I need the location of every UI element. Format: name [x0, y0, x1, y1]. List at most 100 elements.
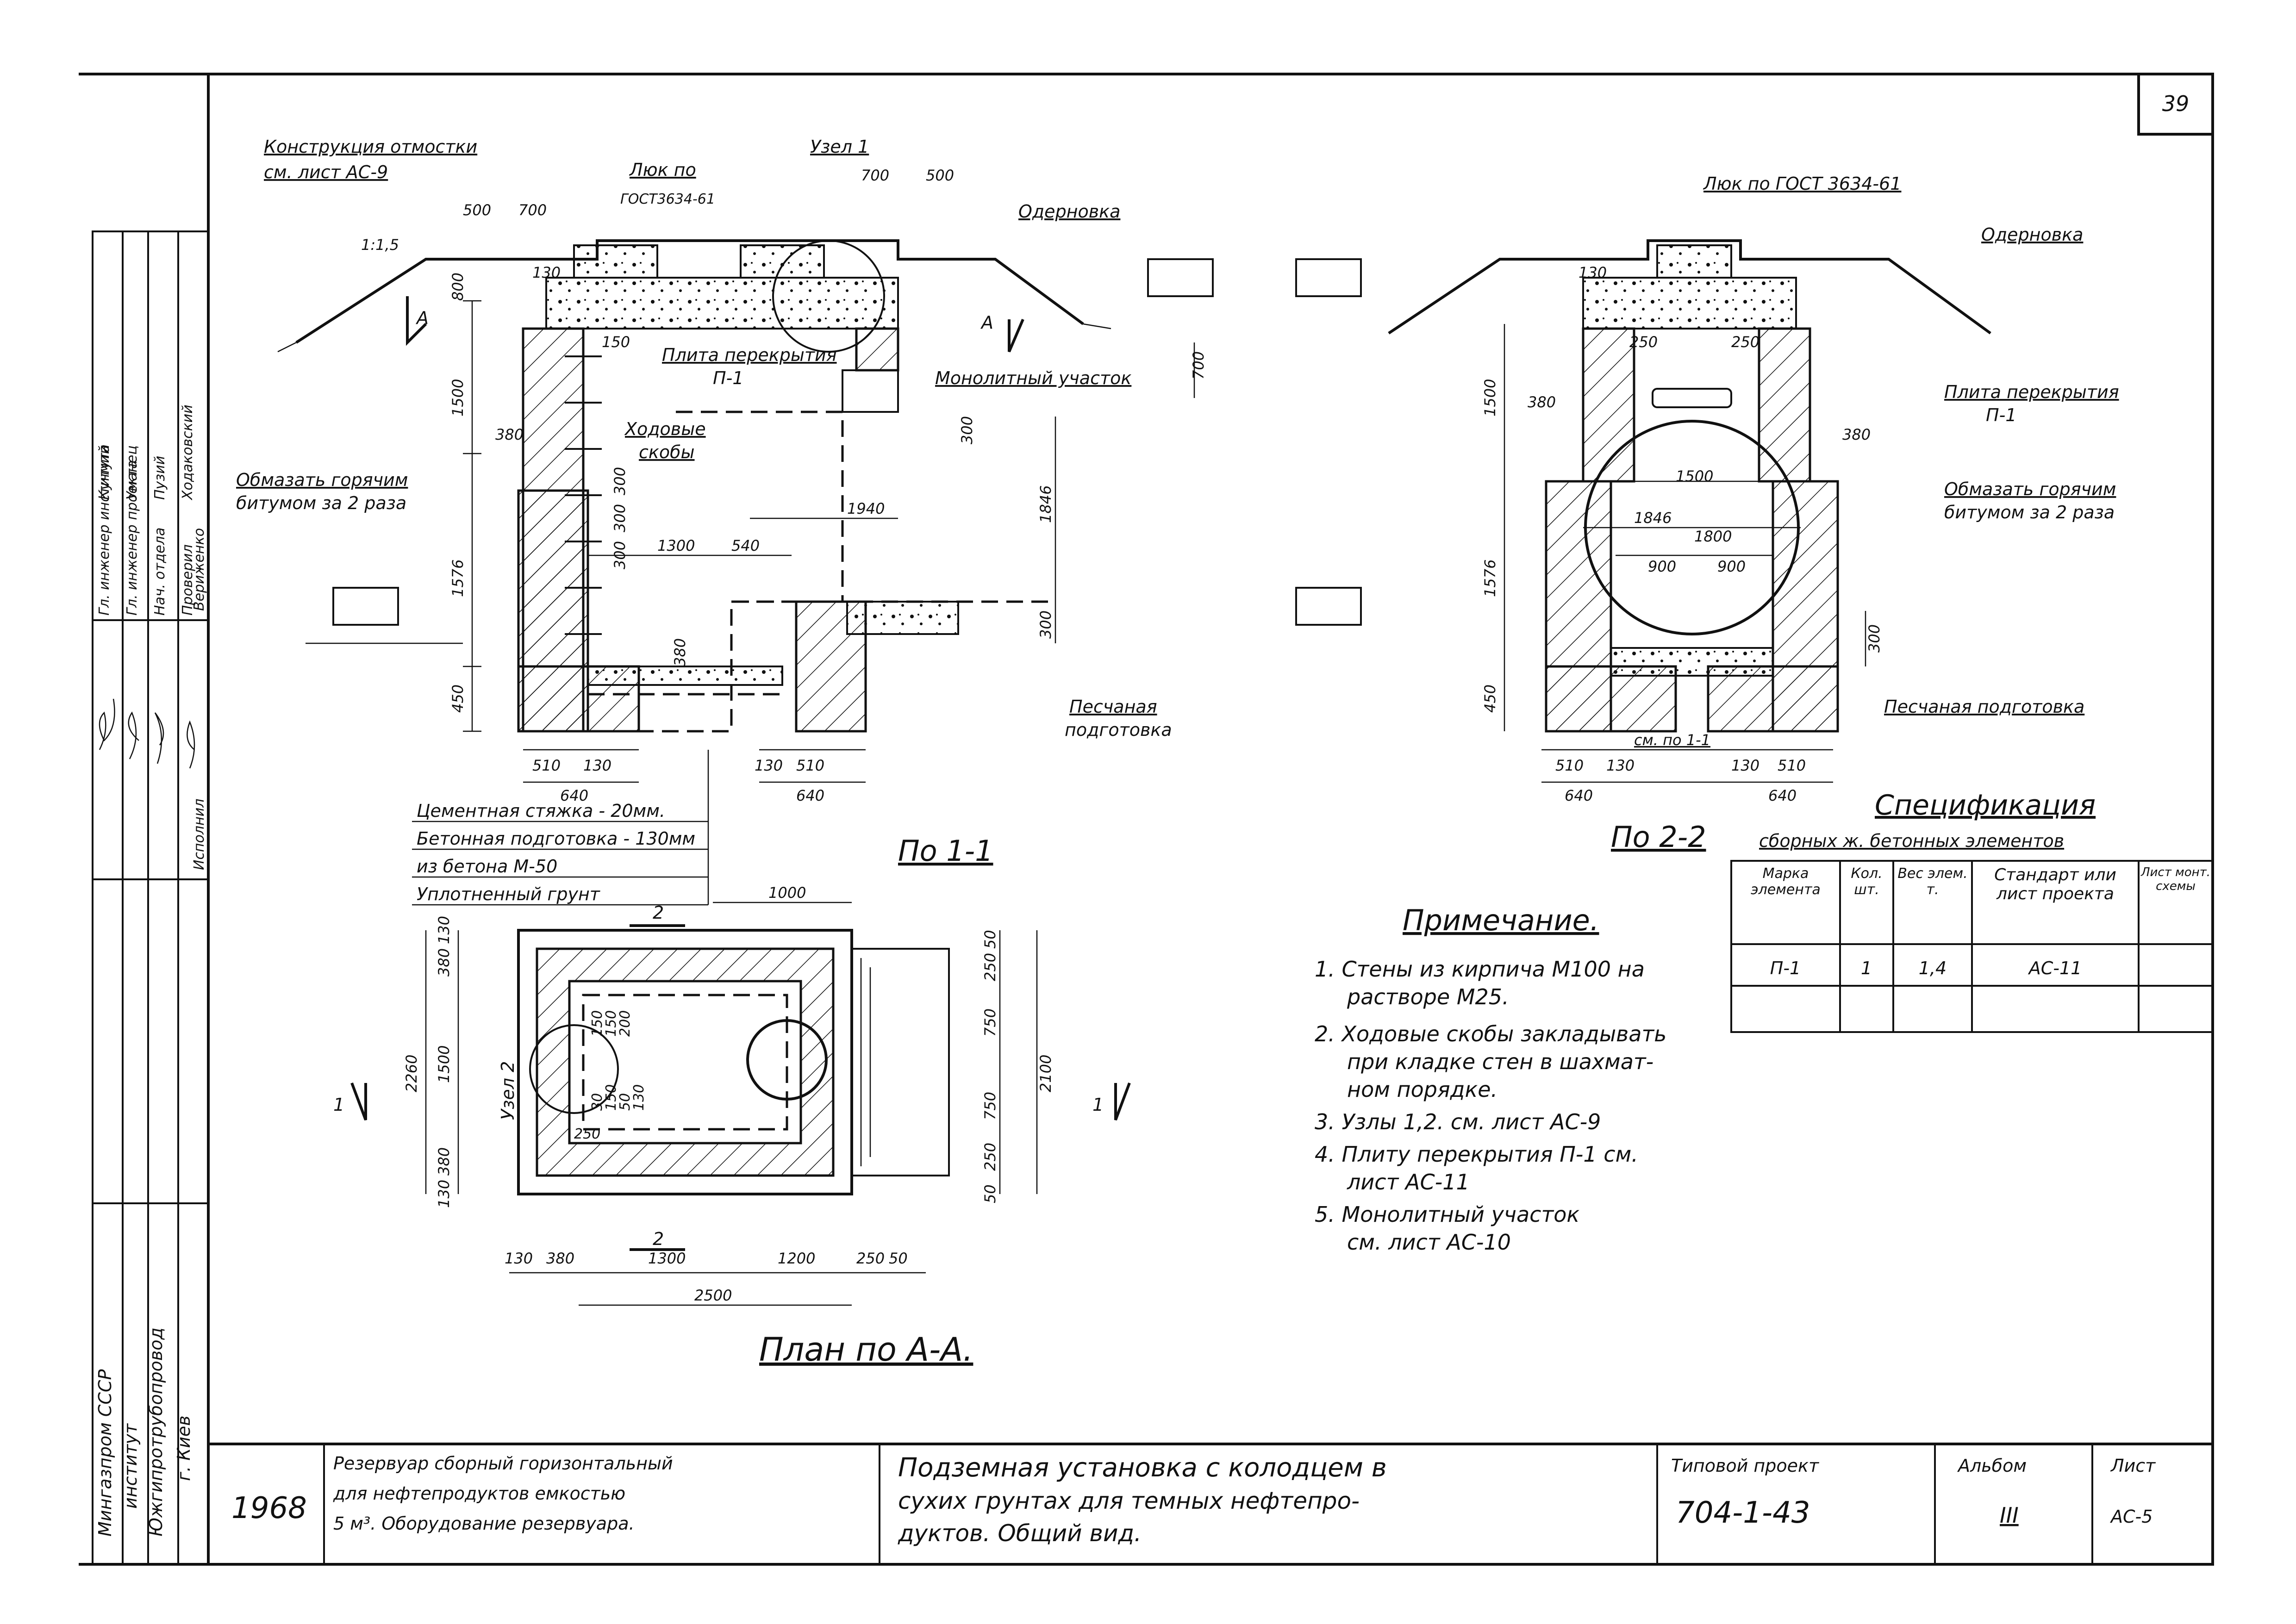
- plan-node-2-circle: [529, 1024, 619, 1114]
- hatch-cover-1: [573, 244, 658, 279]
- view-1-1-title: По 1-1: [898, 834, 993, 868]
- label-section-a-right: А: [980, 312, 993, 333]
- plan-dim-inner: 200: [617, 1010, 633, 1037]
- spec-header-qty: Кол. шт.: [1851, 865, 1883, 898]
- stamp-title-line-2: сухих грунтах для темных нефтепро-: [898, 1487, 1360, 1514]
- plan-section-1-left-mark: [350, 1082, 367, 1121]
- dim: 700: [518, 201, 547, 219]
- dim: 640: [560, 787, 588, 804]
- plan-dim-bottom: 1200: [778, 1250, 815, 1267]
- stamp-title-line-3: дуктов. Общий вид.: [898, 1520, 1142, 1547]
- spec-header-standard: Стандарт или лист проекта: [1994, 865, 2116, 903]
- label-ladder-2: скобы: [639, 442, 695, 462]
- dim: 510: [1778, 757, 1806, 774]
- label-slab-mark: П-1: [713, 368, 743, 388]
- plan-dim-left: 130: [435, 1180, 453, 1208]
- dim: 1300: [657, 537, 695, 554]
- top-slab: [545, 277, 899, 330]
- signature-3: [154, 712, 164, 764]
- label-see-ref: см. по 1-1: [1634, 731, 1710, 749]
- label-bitumen-2: битумом за 2 раза: [236, 493, 406, 513]
- spec-cell-qty: 1: [1861, 958, 1872, 978]
- level-marker-4: [1295, 587, 1362, 626]
- plan-dim-inner: 150: [603, 1010, 619, 1037]
- note-line-2: растворе М25.: [1347, 984, 1509, 1009]
- stamp-object-line-1: Резервуар сборный горизонтальный: [333, 1453, 673, 1474]
- plan-dim-right: 750: [981, 1008, 999, 1037]
- label-monolith: Монолитный участок: [935, 368, 1131, 388]
- layer-4: Уплотненный грунт: [417, 884, 601, 904]
- label-insulation-ref: см. лист АС-9: [264, 162, 388, 182]
- plan-inner: [568, 980, 802, 1145]
- plan-dim-top: 1000: [768, 884, 806, 902]
- label-sand: Песчаная: [1069, 697, 1157, 717]
- dim: 1846: [1634, 509, 1672, 527]
- dim: 450: [1481, 684, 1499, 713]
- stamp-project-number: 704-1-43: [1676, 1496, 1810, 1530]
- plan-a-a: [350, 902, 1131, 1306]
- dim: 130: [1578, 264, 1607, 281]
- side-stamp: [92, 230, 209, 1565]
- side-role-1: Гл. инженер института: [96, 444, 112, 616]
- sheet-number: 39: [2162, 91, 2190, 116]
- spec-table: [1730, 860, 2214, 1033]
- plan-dim-left-total: 2260: [403, 1055, 420, 1092]
- dim: 300: [958, 416, 976, 444]
- top-slab-2: [1582, 277, 1797, 330]
- stamp-project-label: Типовой проект: [1671, 1456, 1820, 1476]
- level-marker-3: [1295, 258, 1362, 297]
- dim: 1800: [1694, 528, 1732, 545]
- spec-cell-standard: АС-11: [2028, 958, 2082, 978]
- dim: 510: [796, 757, 824, 774]
- plan-section-1-right: 1: [1092, 1095, 1104, 1115]
- side-name-4: Ходаковский: [180, 404, 196, 501]
- note-line-1: 1. Стены из кирпича М100 на: [1315, 957, 1645, 982]
- plan-section-1-right-mark: [1114, 1082, 1131, 1121]
- label-slab-mark-2: П-1: [1986, 405, 2016, 425]
- section-2-2: [1295, 239, 1991, 783]
- note-line-4: при кладке стен в шахмат-: [1347, 1049, 1653, 1074]
- spec-header-weight: Вес элем. т.: [1897, 865, 1968, 898]
- dim: 380: [495, 426, 524, 443]
- layer-2: Бетонная подготовка - 130мм: [417, 828, 695, 849]
- plan-dim-right: 50: [981, 930, 999, 949]
- plan-dim-bottom: 1300: [648, 1250, 686, 1267]
- note-line-5: ном порядке.: [1347, 1077, 1497, 1102]
- dim: 130: [532, 264, 561, 281]
- dim: 500: [463, 201, 491, 219]
- plan-node-2-label: Узел 2: [498, 1061, 518, 1120]
- dim: 800: [449, 273, 467, 301]
- spec-cell-mark: П-1: [1770, 958, 1801, 978]
- label-sod: Одерновка: [1018, 201, 1120, 222]
- plan-dim-bottom: 50: [889, 1250, 908, 1267]
- monolith-block: [842, 369, 899, 413]
- plan-dim-left: 380: [435, 1147, 453, 1176]
- plan-dim-bottom: 380: [546, 1250, 574, 1267]
- dim: 1500: [1481, 379, 1499, 417]
- layer-3: из бетона М-50: [417, 856, 557, 877]
- dim: 300: [611, 541, 629, 569]
- dim: 1846: [1037, 485, 1054, 523]
- stamp-object-line-3: 5 м³. Оборудование резервуара.: [333, 1513, 635, 1534]
- layer-1: Цементная стяжка - 20мм.: [417, 801, 665, 821]
- side-name-5: Вериженко: [191, 528, 207, 611]
- concrete-base: [587, 666, 783, 686]
- plan-title: План по А-А.: [759, 1331, 973, 1369]
- plan-dim-inner: 130: [631, 1084, 647, 1111]
- side-org-3: Южгипротрубопровод: [146, 1327, 166, 1537]
- dim: 300: [1037, 610, 1054, 639]
- label-sand-3: Песчаная подготовка: [1884, 697, 2084, 717]
- embankment-profile-2: [1388, 239, 1991, 335]
- stamp-object-line-2: для нефтепродуктов емкостью: [333, 1483, 625, 1504]
- side-role-2: Гл. инженер проекта: [124, 460, 140, 616]
- hatch-cover-2: [740, 244, 825, 279]
- plan-dim-inner: 30: [589, 1093, 605, 1111]
- signature-4: [187, 720, 195, 769]
- dim: 640: [796, 787, 824, 804]
- dim: 300: [611, 467, 629, 495]
- note-line-3: 2. Ходовые скобы закладывать: [1315, 1021, 1666, 1046]
- sand-bed: [846, 601, 959, 635]
- level-marker-1: [1147, 258, 1214, 297]
- label-slab-2: Плита перекрытия: [1944, 382, 2119, 402]
- view-2-2-title: По 2-2: [1611, 820, 1706, 854]
